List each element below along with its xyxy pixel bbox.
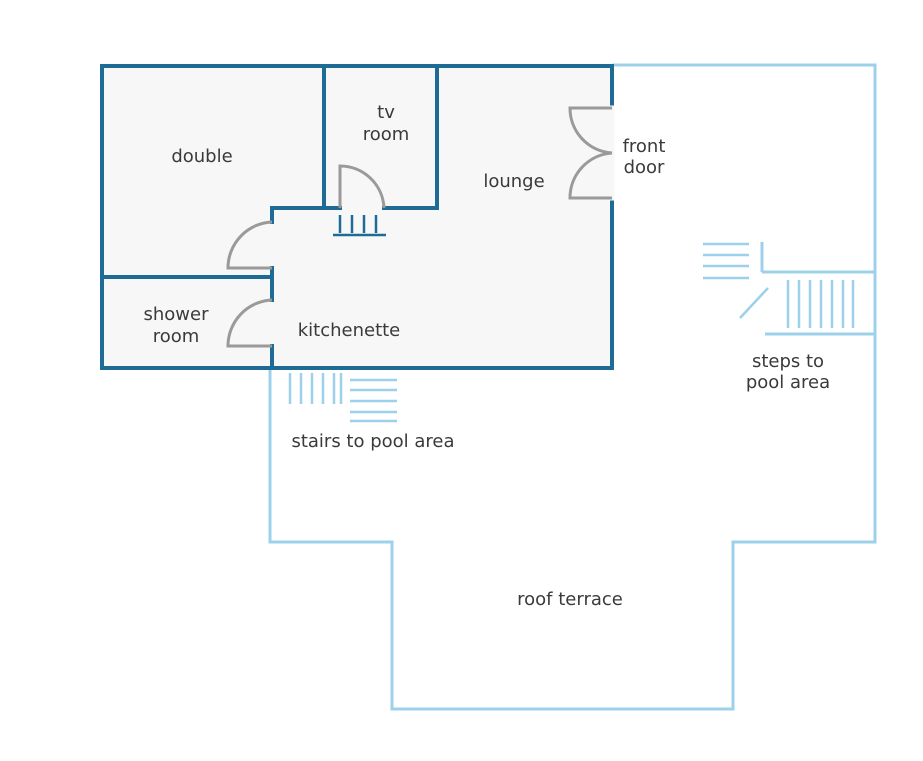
- label-double: double: [171, 146, 232, 167]
- label-tv-room-line2: room: [363, 124, 410, 145]
- door-front-upper: [568, 106, 613, 155]
- door-shower: [226, 298, 273, 348]
- door-tv-room: [338, 164, 386, 209]
- label-front-door-line1: front: [623, 136, 666, 157]
- label-shower-room-line2: room: [153, 326, 200, 347]
- terrace-outline: [268, 63, 877, 711]
- interior-walls: [100, 64, 615, 370]
- indoor-floor: [102, 66, 612, 368]
- outer-wall: [100, 64, 614, 370]
- label-lounge: lounge: [483, 171, 544, 192]
- label-shower-room-line1: shower: [144, 304, 210, 325]
- label-kitchenette: kitchenette: [298, 320, 401, 341]
- label-steps-to-pool-area-line2: pool area: [746, 372, 830, 393]
- label-roof-terrace: roof terrace: [517, 589, 623, 610]
- label-front-door-line2: door: [624, 157, 665, 178]
- stairs-tv-room: [333, 215, 386, 237]
- label-stairs-to-pool-area: stairs to pool area: [291, 431, 454, 452]
- label-steps-to-pool-area-line1: steps to: [752, 351, 824, 372]
- steps-to-pool-area-icon: [703, 242, 855, 328]
- door-front-lower: [568, 151, 613, 200]
- label-tv-room-line1: tv: [377, 102, 395, 123]
- doors: [226, 106, 613, 348]
- door-double: [226, 220, 273, 270]
- stairs-to-pool-area-icon: [288, 373, 397, 423]
